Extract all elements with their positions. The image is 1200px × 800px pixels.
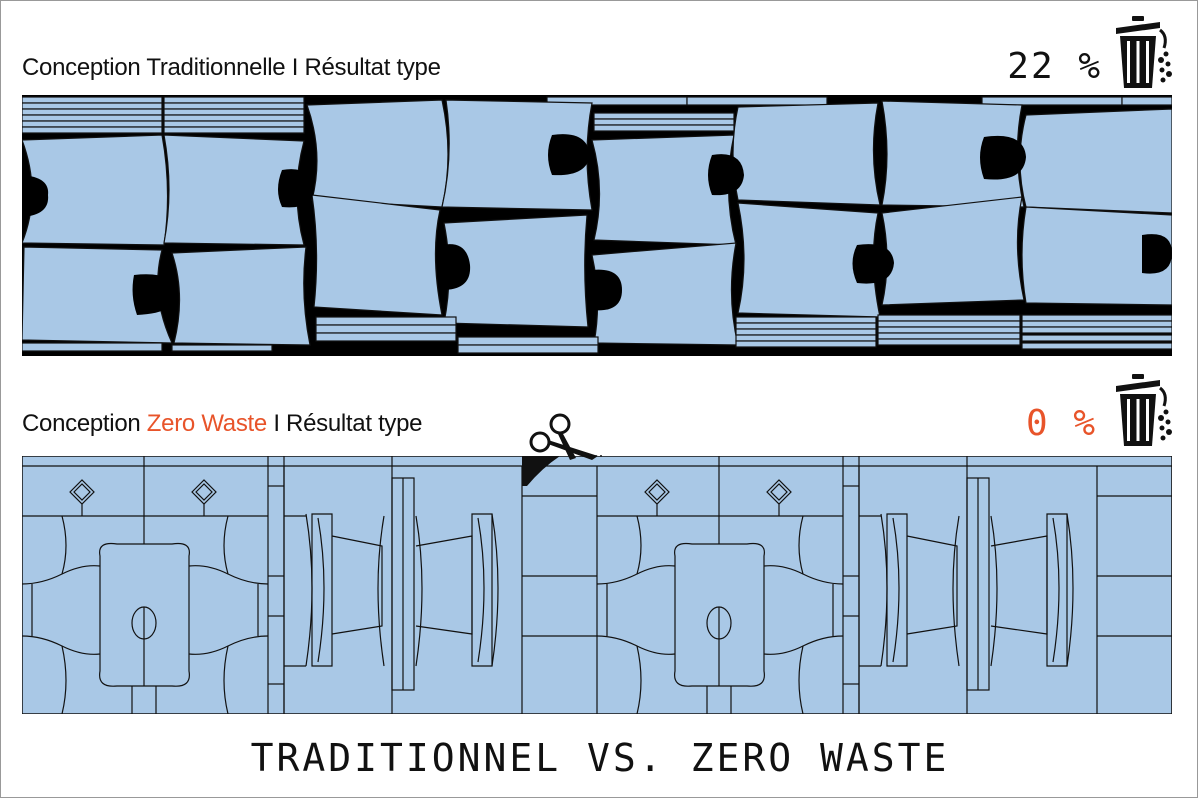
traditional-section-title: Conception Traditionnelle I Résultat typ… [22, 54, 441, 82]
zero-waste-layout-diagram [22, 456, 1172, 714]
traditional-layout-diagram [22, 95, 1172, 356]
trash-bin-icon [1116, 374, 1172, 446]
zero-waste-title-highlight: Zero Waste [146, 410, 267, 437]
trash-bin-icon [1116, 16, 1172, 88]
traditional-title-text: Conception Traditionnelle I Résultat typ… [22, 54, 441, 81]
zero-waste-section-title: Conception Zero Waste I Résultat type [22, 410, 423, 438]
cut-flap [522, 456, 560, 486]
traditional-pattern-pieces [22, 96, 1172, 354]
zero-waste-pattern-lines [22, 456, 1172, 714]
zero-waste-title-before: Conception [22, 410, 147, 437]
zero-waste-percent: 0 % [1025, 403, 1097, 444]
scissors-icon [529, 413, 602, 460]
traditional-waste-percent: 22 % [1007, 46, 1102, 87]
waste-cutouts [22, 134, 1172, 315]
zero-waste-title-after: I Résultat type [266, 410, 423, 437]
main-title: TRADITIONNEL VS. ZERO WASTE [250, 736, 950, 780]
